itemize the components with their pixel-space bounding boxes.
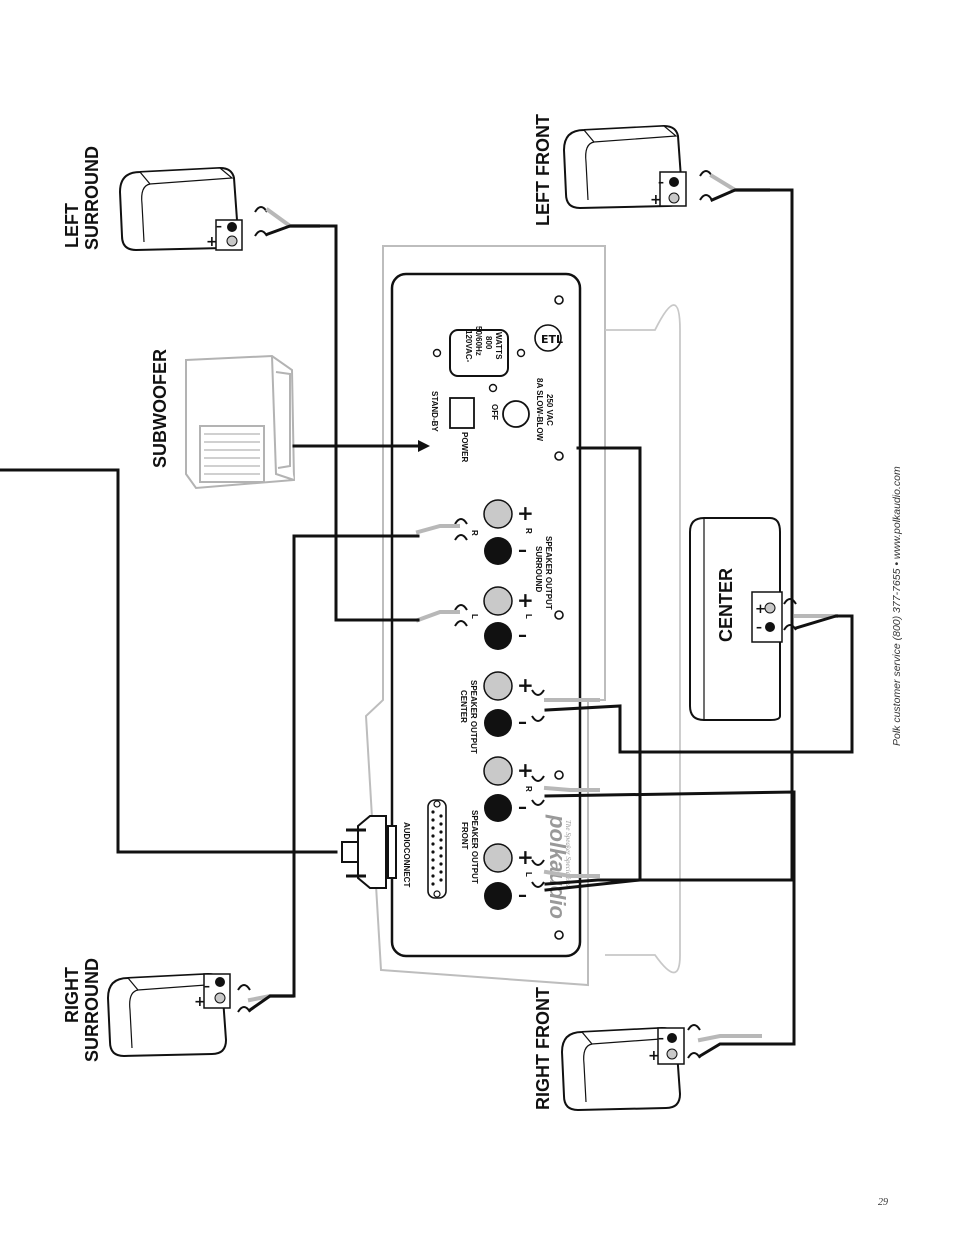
svg-text:+: + (517, 501, 534, 525)
center-speaker: + – (689, 517, 783, 721)
power-switch[interactable] (449, 397, 475, 429)
svg-text:+: + (517, 758, 534, 782)
fuse-label-2: 250 VAC (545, 394, 554, 426)
svg-text:+: + (194, 994, 206, 1010)
power-label: POWER (460, 432, 469, 462)
right-front-label: RIGHT FRONT (533, 987, 553, 1110)
svg-text:+: + (755, 602, 766, 617)
db25-cable-plug (341, 815, 397, 889)
svg-text:–: – (756, 620, 762, 634)
voltage-label-3: 800 (484, 336, 493, 350)
fuse-label-1: 8A SLOW-BLOW (535, 378, 544, 442)
page-number: 29 (878, 1197, 888, 1208)
subwoofer-label: SUBWOOFER (150, 349, 170, 468)
standby-label: STAND-BY (430, 391, 439, 432)
db25-connector (427, 799, 447, 899)
right-surround-speaker: + – (107, 973, 231, 1057)
front-output-label-2: SPEAKER OUTPUT (470, 810, 479, 884)
svg-text:–: – (658, 1031, 664, 1045)
left-surround-label-1: LEFT (62, 203, 82, 248)
panel-text: 120VAC- 50/60Hz 800 WATTS STAND-BY POWER… (402, 326, 572, 919)
svg-text:ETL: ETL (541, 333, 563, 346)
etl-listed-icon (534, 324, 562, 352)
svg-text:+: + (517, 845, 534, 869)
svg-text:+: + (517, 673, 534, 697)
polarity-marks: + – + – + – + – + – (517, 501, 534, 906)
surround-left-label-2: L (524, 614, 533, 619)
amplifier-panel: ETL (364, 245, 681, 987)
center-label: CENTER (716, 568, 736, 642)
surround-output-label-1: SURROUND (534, 546, 543, 592)
left-front-speaker: + – (563, 125, 687, 209)
svg-text:–: – (216, 219, 222, 233)
polk-logo: polkaudio (545, 814, 570, 919)
surround-output-label-2: SPEAKER OUTPUT (544, 536, 553, 610)
svg-text:+: + (206, 234, 218, 250)
right-surround-label-1: RIGHT (62, 967, 82, 1023)
right-surround-label-2: SURROUND (82, 958, 102, 1062)
svg-text:+: + (517, 588, 534, 612)
left-front-label: LEFT FRONT (533, 114, 553, 226)
svg-text:–: – (658, 175, 664, 189)
fuse-holder (502, 400, 530, 428)
surround-right-label: R (470, 530, 479, 536)
polk-tagline: The Speaker Specialists (564, 820, 572, 887)
audio-connect-label: AUDIOCONNECT (402, 822, 411, 887)
svg-text:–: – (518, 797, 527, 818)
front-left-label: L (524, 872, 533, 877)
surround-right-label-2: R (524, 528, 533, 534)
spade-connectors (237, 170, 797, 1059)
svg-text:–: – (518, 625, 527, 646)
off-label: OFF (490, 404, 499, 420)
voltage-label-4: WATTS (494, 332, 503, 360)
customer-service-footer: Polk customer service (800) 377-7655 • w… (891, 466, 903, 746)
front-right-label: R (524, 786, 533, 792)
svg-text:+: + (650, 192, 662, 208)
svg-text:–: – (518, 540, 527, 561)
voltage-label-1: 120VAC- (464, 330, 473, 363)
speaker-wires (0, 173, 854, 1059)
right-front-speaker: + – (561, 1027, 685, 1111)
voltage-label-2: 50/60Hz (474, 326, 483, 356)
subwoofer-box (185, 354, 296, 490)
front-output-label-1: FRONT (460, 822, 469, 850)
svg-text:–: – (204, 979, 210, 993)
center-output-label-1: CENTER (459, 690, 468, 723)
left-surround-speaker: + – (119, 167, 243, 251)
left-surround-label-2: SURROUND (82, 146, 102, 250)
svg-text:+: + (648, 1048, 660, 1064)
svg-text:–: – (518, 885, 527, 906)
center-output-label-2: SPEAKER OUTPUT (469, 680, 478, 754)
svg-text:–: – (518, 712, 527, 733)
binding-posts (483, 499, 513, 910)
surround-left-label: L (470, 614, 479, 619)
